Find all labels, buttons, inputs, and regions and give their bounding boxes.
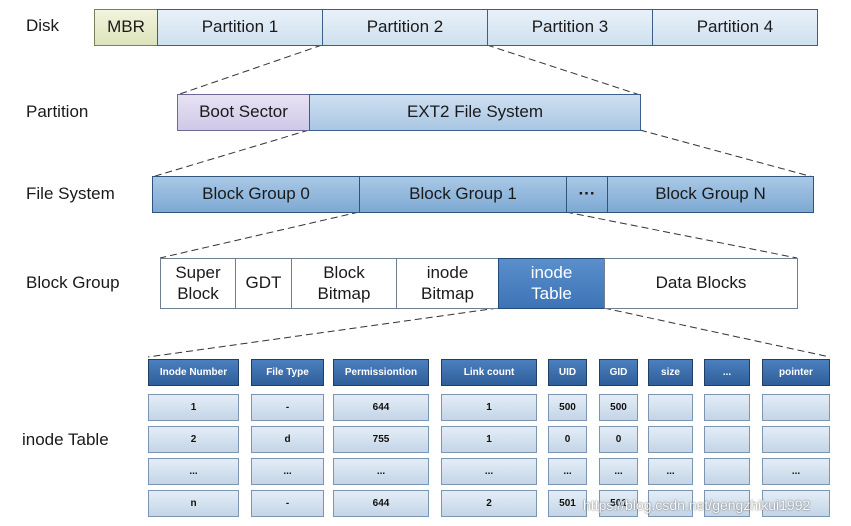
table-cell-link-count: 1 bbox=[441, 394, 537, 421]
bg-inode-table-line2: Table bbox=[531, 283, 572, 303]
table-cell-pointer bbox=[762, 394, 830, 421]
table-cell-permission: 755 bbox=[333, 426, 429, 453]
bg-inode-bitmap-line2: Bitmap bbox=[421, 283, 474, 303]
bg-inode-table: inode Table bbox=[498, 258, 605, 309]
table-cell-gid: ... bbox=[599, 458, 638, 485]
bg-inode-bitmap: inode Bitmap bbox=[396, 258, 499, 309]
disk-partition-2: Partition 2 bbox=[322, 9, 488, 46]
connector-fs-right bbox=[565, 211, 798, 259]
table-header-file-type: File Type bbox=[251, 359, 324, 386]
table-cell-ellipsis bbox=[704, 394, 750, 421]
bg-super-block-line1: Super bbox=[175, 263, 221, 283]
bg-data-blocks: Data Blocks bbox=[604, 258, 798, 309]
table-header-inode-number: Inode Number bbox=[148, 359, 239, 386]
bg-block-bitmap: Block Bitmap bbox=[291, 258, 397, 309]
table-cell-ellipsis bbox=[704, 490, 750, 517]
table-cell-inode-number: 2 bbox=[148, 426, 239, 453]
table-cell-link-count: 2 bbox=[441, 490, 537, 517]
table-header-permission: Permissiontion bbox=[333, 359, 429, 386]
table-cell-file-type: - bbox=[251, 490, 324, 517]
table-cell-file-type: - bbox=[251, 394, 324, 421]
row-label-block-group: Block Group bbox=[26, 273, 120, 292]
table-cell-gid: 501 bbox=[599, 490, 638, 517]
row-label-file-system: File System bbox=[26, 184, 115, 203]
table-cell-permission: ... bbox=[333, 458, 429, 485]
disk-mbr: MBR bbox=[94, 9, 158, 46]
disk-partition-3: Partition 3 bbox=[487, 9, 653, 46]
table-header-ellipsis: ... bbox=[704, 359, 750, 386]
table-cell-ellipsis bbox=[704, 426, 750, 453]
bg-gdt: GDT bbox=[235, 258, 292, 309]
table-cell-pointer bbox=[762, 490, 830, 517]
table-header-size: size bbox=[648, 359, 693, 386]
row-label-partition: Partition bbox=[26, 102, 89, 121]
connector-bg-right bbox=[603, 307, 831, 358]
bg-super-block: Super Block bbox=[160, 258, 236, 309]
table-cell-file-type: ... bbox=[251, 458, 324, 485]
connector-fs-left bbox=[159, 211, 360, 259]
connector-disk-right bbox=[486, 44, 641, 96]
table-cell-file-type: d bbox=[251, 426, 324, 453]
table-cell-uid: 500 bbox=[548, 394, 587, 421]
table-header-gid: GID bbox=[599, 359, 638, 386]
bg-super-block-line2: Block bbox=[177, 283, 219, 303]
bg-block-bitmap-line2: Bitmap bbox=[317, 283, 371, 303]
fs-ellipsis: ··· bbox=[566, 176, 608, 213]
bg-inode-bitmap-line1: inode bbox=[426, 263, 469, 283]
table-cell-link-count: 1 bbox=[441, 426, 537, 453]
connector-partition-right bbox=[639, 129, 814, 178]
table-cell-uid: 501 bbox=[548, 490, 587, 517]
table-cell-inode-number: ... bbox=[148, 458, 239, 485]
table-cell-size bbox=[648, 394, 693, 421]
fs-block-group-0: Block Group 0 bbox=[152, 176, 360, 213]
table-header-uid: UID bbox=[548, 359, 587, 386]
table-header-pointer: pointer bbox=[762, 359, 830, 386]
table-cell-permission: 644 bbox=[333, 394, 429, 421]
connector-disk-left bbox=[176, 44, 323, 96]
partition-boot-sector: Boot Sector bbox=[177, 94, 310, 131]
fs-block-group-1: Block Group 1 bbox=[359, 176, 567, 213]
row-label-inode-table: inode Table bbox=[22, 430, 109, 449]
table-cell-inode-number: n bbox=[148, 490, 239, 517]
disk-partition-4: Partition 4 bbox=[652, 9, 818, 46]
table-cell-uid: ... bbox=[548, 458, 587, 485]
watermark: https://blog.csdn.net/gengzhikui1992 bbox=[583, 497, 811, 513]
table-cell-inode-number: 1 bbox=[148, 394, 239, 421]
table-cell-link-count: ... bbox=[441, 458, 537, 485]
table-cell-pointer bbox=[762, 426, 830, 453]
table-cell-permission: 644 bbox=[333, 490, 429, 517]
fs-block-group-n: Block Group N bbox=[607, 176, 814, 213]
table-cell-uid: 0 bbox=[548, 426, 587, 453]
table-cell-pointer: ... bbox=[762, 458, 830, 485]
table-cell-ellipsis bbox=[704, 458, 750, 485]
table-header-link-count: Link count bbox=[441, 359, 537, 386]
row-label-disk: Disk bbox=[26, 16, 60, 35]
table-cell-size bbox=[648, 426, 693, 453]
bg-block-bitmap-line1: Block bbox=[323, 263, 365, 283]
connector-bg-left bbox=[147, 307, 499, 358]
bg-inode-table-line1: inode bbox=[530, 263, 573, 283]
table-cell-size: ... bbox=[648, 458, 693, 485]
connector-partition-left bbox=[151, 129, 310, 178]
table-cell-size bbox=[648, 490, 693, 517]
disk-partition-1: Partition 1 bbox=[157, 9, 323, 46]
table-cell-gid: 0 bbox=[599, 426, 638, 453]
partition-ext2-file-system: EXT2 File System bbox=[309, 94, 641, 131]
table-cell-gid: 500 bbox=[599, 394, 638, 421]
